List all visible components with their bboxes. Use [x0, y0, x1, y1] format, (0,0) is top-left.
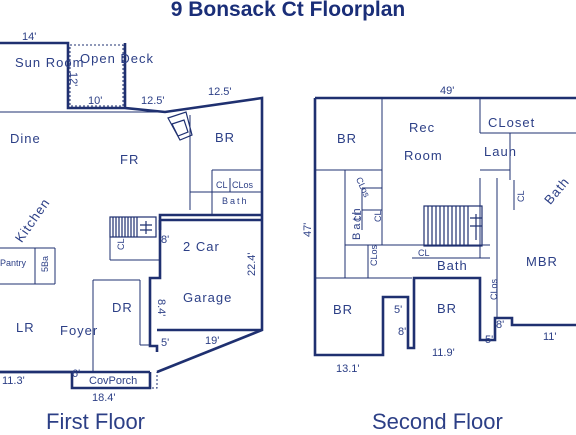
cov-porch-outline	[71, 372, 158, 389]
room-foyer: Foyer	[60, 323, 98, 338]
room-cl-stair: CL	[116, 238, 126, 250]
dim-10: 10'	[88, 95, 102, 107]
second-floor-label: Second Floor	[372, 409, 503, 434]
room-cl-first: CL	[216, 180, 228, 190]
room-open-deck: Open Deck	[80, 51, 154, 66]
room-laun: Laun	[484, 144, 517, 159]
room-cl-right: CL	[516, 190, 526, 202]
room-bath-mid: Bath	[437, 258, 468, 273]
room-clos-left: CLos	[354, 176, 372, 200]
open-deck-outline	[69, 44, 124, 107]
room-garage: Garage	[183, 290, 232, 305]
dim-19: 19'	[205, 335, 219, 347]
room-bath-first: Bath	[222, 196, 249, 206]
room-lr: LR	[16, 320, 35, 335]
second-floor-plan	[313, 96, 576, 357]
dim-12-5-b: 12.5'	[208, 86, 232, 98]
dim-11: 11'	[543, 331, 557, 343]
room-bath-right: Bath	[541, 174, 572, 207]
room-room: Room	[404, 148, 443, 163]
first-floor-interior-walls	[0, 43, 262, 388]
second-floor-labels: BR Rec Room CLoset Laun Bath CLos Bath C…	[302, 85, 572, 375]
room-br-second-mid: BR	[437, 301, 457, 316]
dim-5-first: 5'	[161, 337, 169, 349]
first-floor-label: First Floor	[46, 409, 145, 434]
dim-8-4: 8.4'	[155, 299, 167, 316]
room-sun-room: Sun Room	[15, 55, 84, 70]
dim-49: 49'	[440, 85, 454, 97]
room-pantry: Pantry	[0, 258, 27, 268]
room-br-first: BR	[215, 130, 235, 145]
room-br-second-left: BR	[333, 302, 353, 317]
room-fr: FR	[120, 152, 139, 167]
room-clos-first: CLos	[232, 180, 254, 190]
dim-5-second-b: 5'	[485, 334, 493, 346]
first-floor-garage-wall	[148, 218, 262, 352]
room-cov-porch: CovPorch	[89, 375, 137, 387]
room-dine: Dine	[10, 131, 41, 146]
fireplace	[167, 111, 193, 141]
room-dr: DR	[112, 300, 133, 315]
dim-5-second: 5'	[394, 304, 402, 316]
dim-13-1: 13.1'	[336, 363, 360, 375]
room-cl-a: CL	[353, 210, 363, 222]
dim-14: 14'	[22, 31, 36, 43]
dim-22-4: 22.4'	[246, 252, 258, 276]
dim-11-9: 11.9'	[432, 347, 455, 359]
page-title: 9 Bonsack Ct Floorplan	[170, 0, 406, 21]
dim-8-first: 8'	[161, 234, 169, 246]
room-br-second-top: BR	[337, 131, 357, 146]
room-clos-stair: CLos	[489, 278, 499, 300]
dim-18-4: 18.4'	[92, 392, 116, 404]
room-two-car: 2 Car	[183, 239, 220, 254]
room-bath-left: Bath	[351, 205, 363, 240]
second-floor-stairs	[423, 205, 483, 247]
room-clos-mid: CLos	[369, 244, 379, 266]
room-kitchen: Kitchen	[12, 195, 53, 245]
room-mbr: MBR	[526, 254, 558, 269]
dim-11-3: 11.3'	[2, 375, 25, 387]
dim-8-second-a: 8'	[398, 326, 406, 338]
dim-6: 6'	[72, 368, 80, 380]
first-floor-lower-wall	[0, 328, 262, 374]
room-cl-b: CL	[373, 210, 383, 222]
room-closet: CLoset	[488, 115, 535, 130]
dim-8-second-b: 8'	[496, 319, 504, 331]
room-half-bath: 5Ba	[40, 256, 50, 272]
room-rec: Rec	[409, 120, 435, 135]
dim-47: 47'	[302, 223, 314, 237]
dim-12-5-a: 12.5'	[141, 95, 165, 107]
room-cl-c: CL	[418, 248, 430, 258]
first-floor-plan	[0, 41, 264, 390]
dim-12: 12'	[67, 72, 79, 86]
first-floor-stairs	[109, 216, 157, 238]
